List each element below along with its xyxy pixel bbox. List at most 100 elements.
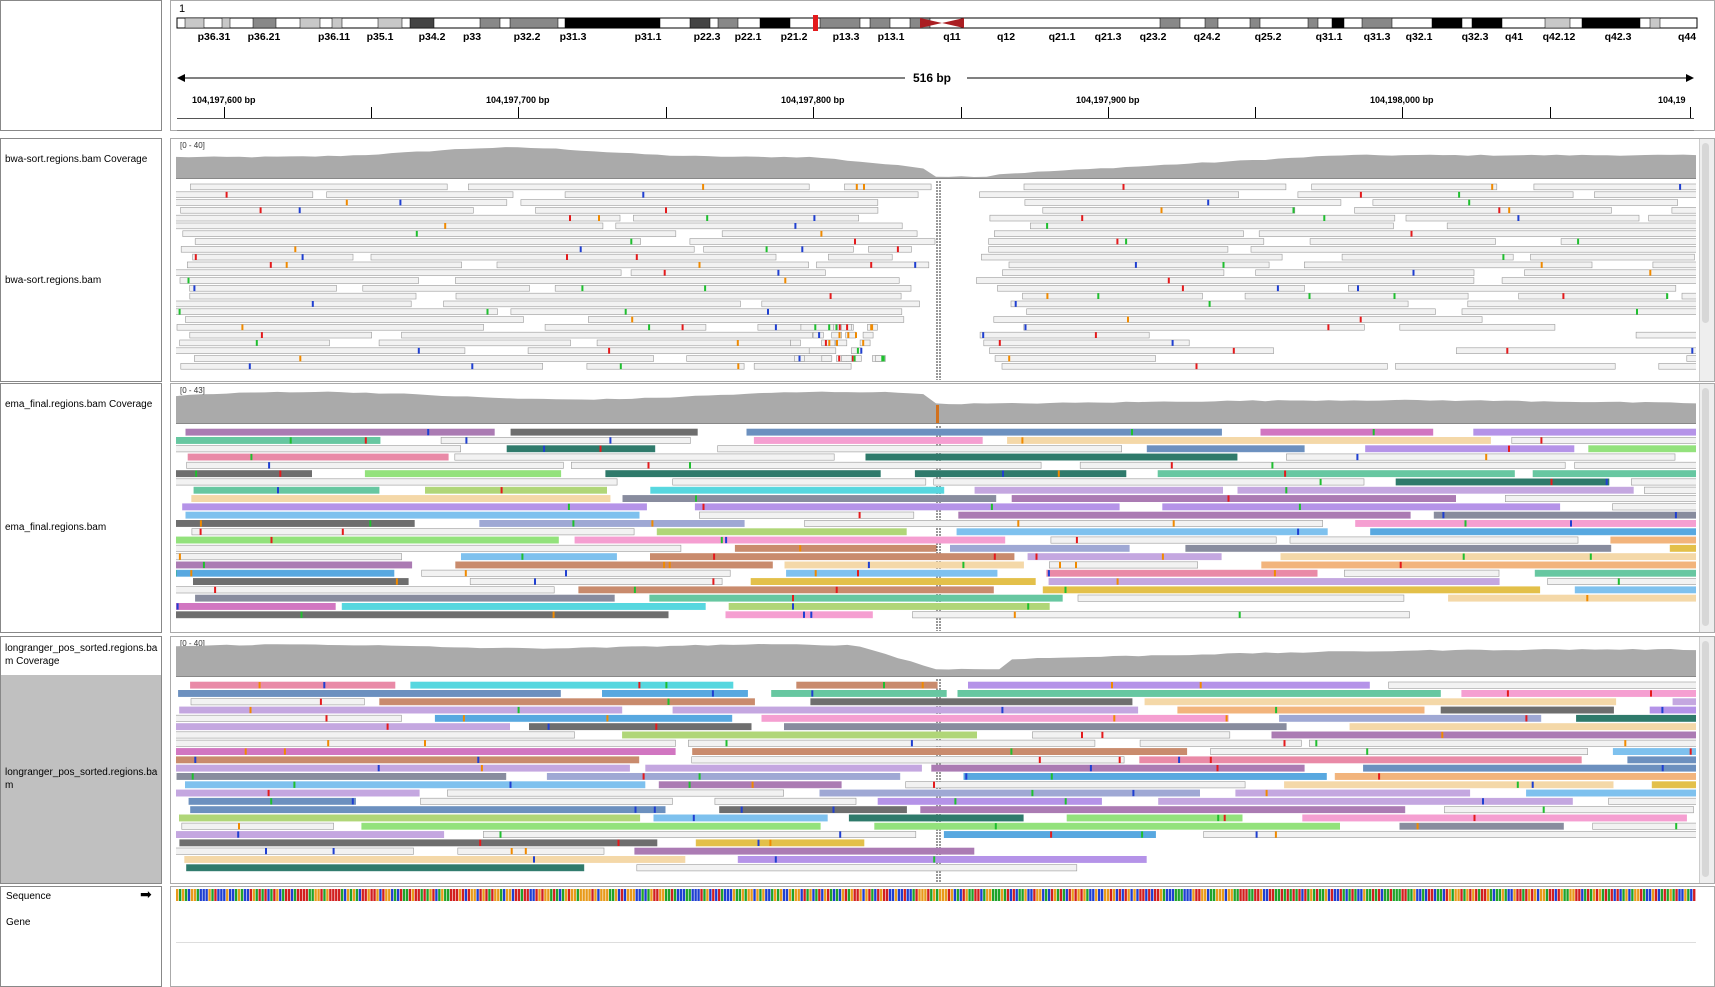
aligned-read[interactable] — [434, 714, 733, 722]
aligned-read[interactable] — [191, 495, 611, 503]
aligned-read[interactable] — [176, 748, 676, 756]
aligned-read[interactable] — [1444, 806, 1694, 814]
aligned-read[interactable] — [176, 611, 669, 619]
aligned-read[interactable] — [1588, 445, 1696, 453]
aligned-read[interactable] — [1372, 199, 1679, 206]
aligned-read[interactable] — [1574, 586, 1696, 594]
aligned-read[interactable] — [1341, 253, 1514, 261]
aligned-read[interactable] — [1652, 261, 1696, 269]
aligned-read[interactable] — [1461, 689, 1696, 697]
aligned-read[interactable] — [1388, 681, 1696, 689]
aligned-read[interactable] — [979, 191, 1239, 198]
aligned-read[interactable] — [1261, 561, 1696, 569]
aligned-read[interactable] — [997, 285, 1305, 292]
aligned-read[interactable] — [695, 839, 865, 847]
aligned-read[interactable] — [672, 478, 927, 486]
aligned-read[interactable] — [176, 308, 498, 315]
aligned-read[interactable] — [179, 706, 623, 714]
aligned-read[interactable] — [963, 773, 1327, 780]
aligned-read[interactable] — [786, 569, 998, 577]
aligned-read[interactable] — [482, 831, 917, 838]
aligned-read[interactable] — [1279, 714, 1542, 722]
aligned-read[interactable] — [194, 238, 641, 245]
aligned-read[interactable] — [601, 689, 748, 697]
aligned-read[interactable] — [989, 214, 1396, 222]
aligned-read[interactable] — [810, 698, 1133, 706]
scrollbar-thumb[interactable] — [1702, 641, 1709, 877]
aligned-read[interactable] — [645, 764, 922, 772]
aligned-read[interactable] — [1022, 292, 1203, 300]
aligned-read[interactable] — [783, 723, 1287, 731]
aligned-read[interactable] — [179, 839, 658, 847]
aligned-read[interactable] — [1284, 781, 1614, 789]
aligned-read[interactable] — [703, 246, 854, 253]
aligned-read[interactable] — [636, 864, 1078, 872]
aligned-read[interactable] — [176, 831, 445, 838]
aligned-read[interactable] — [586, 363, 745, 370]
aligned-read[interactable] — [187, 261, 462, 269]
aligned-read[interactable] — [1250, 246, 1696, 253]
aligned-read[interactable] — [410, 681, 734, 689]
aligned-read[interactable] — [981, 253, 1283, 261]
aligned-read[interactable] — [1139, 739, 1302, 747]
aligned-read[interactable] — [689, 238, 936, 245]
aligned-read[interactable] — [1001, 363, 1388, 370]
coverage-track-label[interactable]: bwa-sort.regions.bam Coverage — [5, 154, 148, 165]
aligned-read[interactable] — [189, 285, 337, 292]
track-scrollbar[interactable] — [1699, 384, 1714, 632]
aligned-read[interactable] — [1144, 698, 1617, 706]
aligned-read[interactable] — [1011, 495, 1457, 503]
aligned-read[interactable] — [1289, 536, 1579, 544]
aligned-read[interactable] — [176, 269, 622, 276]
aligned-read[interactable] — [1370, 528, 1697, 536]
aligned-read[interactable] — [378, 339, 571, 347]
aligned-read[interactable] — [192, 253, 354, 261]
aligned-read[interactable] — [650, 486, 945, 494]
selected-track-label-bg[interactable] — [1, 675, 161, 883]
aligned-read[interactable] — [725, 611, 873, 619]
aligned-read[interactable] — [622, 731, 977, 739]
scrollbar-thumb[interactable] — [1702, 143, 1709, 323]
coverage-histogram[interactable] — [176, 147, 1696, 178]
aligned-read[interactable] — [1271, 731, 1696, 739]
aligned-read[interactable] — [370, 253, 777, 261]
right-arrow-icon[interactable]: ➡ — [140, 886, 152, 902]
aligned-read[interactable] — [1530, 253, 1695, 261]
aligned-read[interactable] — [993, 316, 1483, 323]
aligned-read[interactable] — [510, 308, 903, 315]
aligned-read[interactable] — [865, 453, 1238, 461]
aligned-read[interactable] — [1260, 428, 1434, 436]
aligned-read[interactable] — [179, 339, 330, 347]
aligned-read[interactable] — [1644, 486, 1696, 494]
aligned-read[interactable] — [1648, 214, 1696, 222]
aligned-read[interactable] — [1576, 714, 1696, 722]
aligned-read[interactable] — [176, 445, 461, 453]
aligned-read[interactable] — [737, 856, 1147, 863]
aligned-read[interactable] — [828, 253, 893, 261]
aligned-read[interactable] — [1631, 478, 1696, 486]
aligned-read[interactable] — [1309, 238, 1496, 245]
aligned-read[interactable] — [1686, 355, 1696, 362]
aligned-read[interactable] — [176, 222, 604, 230]
aligned-read[interactable] — [1365, 445, 1575, 453]
aligned-read[interactable] — [1311, 183, 1498, 191]
aligned-read[interactable] — [1280, 553, 1696, 561]
aligned-read[interactable] — [845, 331, 857, 339]
aligned-read[interactable] — [1024, 199, 1342, 206]
aligned-read[interactable] — [1461, 308, 1696, 315]
aligned-read[interactable] — [189, 292, 417, 300]
aligned-read[interactable] — [920, 806, 1406, 814]
aligned-read[interactable] — [1399, 324, 1556, 331]
aligned-read[interactable] — [687, 739, 1096, 747]
aligned-read[interactable] — [605, 470, 881, 478]
aligned-read[interactable] — [653, 814, 828, 822]
aligned-read[interactable] — [185, 316, 524, 323]
aligned-read[interactable] — [850, 347, 862, 354]
aligned-read[interactable] — [874, 822, 1340, 830]
aligned-read[interactable] — [176, 470, 313, 478]
aligned-read[interactable] — [974, 486, 1224, 494]
reads-track-label[interactable]: ema_final.regions.bam — [5, 522, 107, 533]
aligned-read[interactable] — [983, 339, 1190, 347]
